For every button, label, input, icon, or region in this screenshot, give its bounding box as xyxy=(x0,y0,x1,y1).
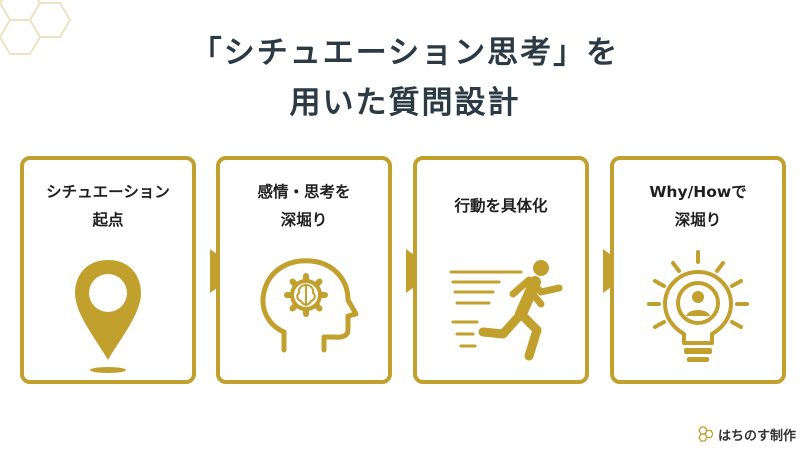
head-gear-brain-icon xyxy=(260,258,359,353)
page-title-line2: 用いた質問設計 xyxy=(289,85,521,121)
step-label: 感情・思考を 深堀り xyxy=(257,183,351,229)
brand-name: はちのす制作 xyxy=(717,428,796,444)
brand-logo: はちのす制作 xyxy=(697,424,796,444)
step-label: シチュエーション 起点 xyxy=(46,183,170,229)
location-pin-icon xyxy=(75,260,141,373)
honeycomb-logo-icon xyxy=(698,426,713,442)
step-card-action: 行動を具体化 xyxy=(413,156,589,384)
step-card-emotion: 感情・思考を 深堀り xyxy=(216,156,392,384)
step-label: 行動を具体化 xyxy=(454,197,548,215)
step-card-situation: シチュエーション 起点 xyxy=(20,156,196,384)
step-label: Why/Howで 深堀り xyxy=(649,183,747,229)
page-title-line1: 「シチュエーション思考」を xyxy=(190,35,620,71)
step-card-why-how: Why/Howで 深堀り xyxy=(610,156,786,384)
honeycomb-decoration-icon xyxy=(0,0,72,55)
lightbulb-person-icon xyxy=(647,250,749,362)
running-person-icon xyxy=(449,260,563,361)
